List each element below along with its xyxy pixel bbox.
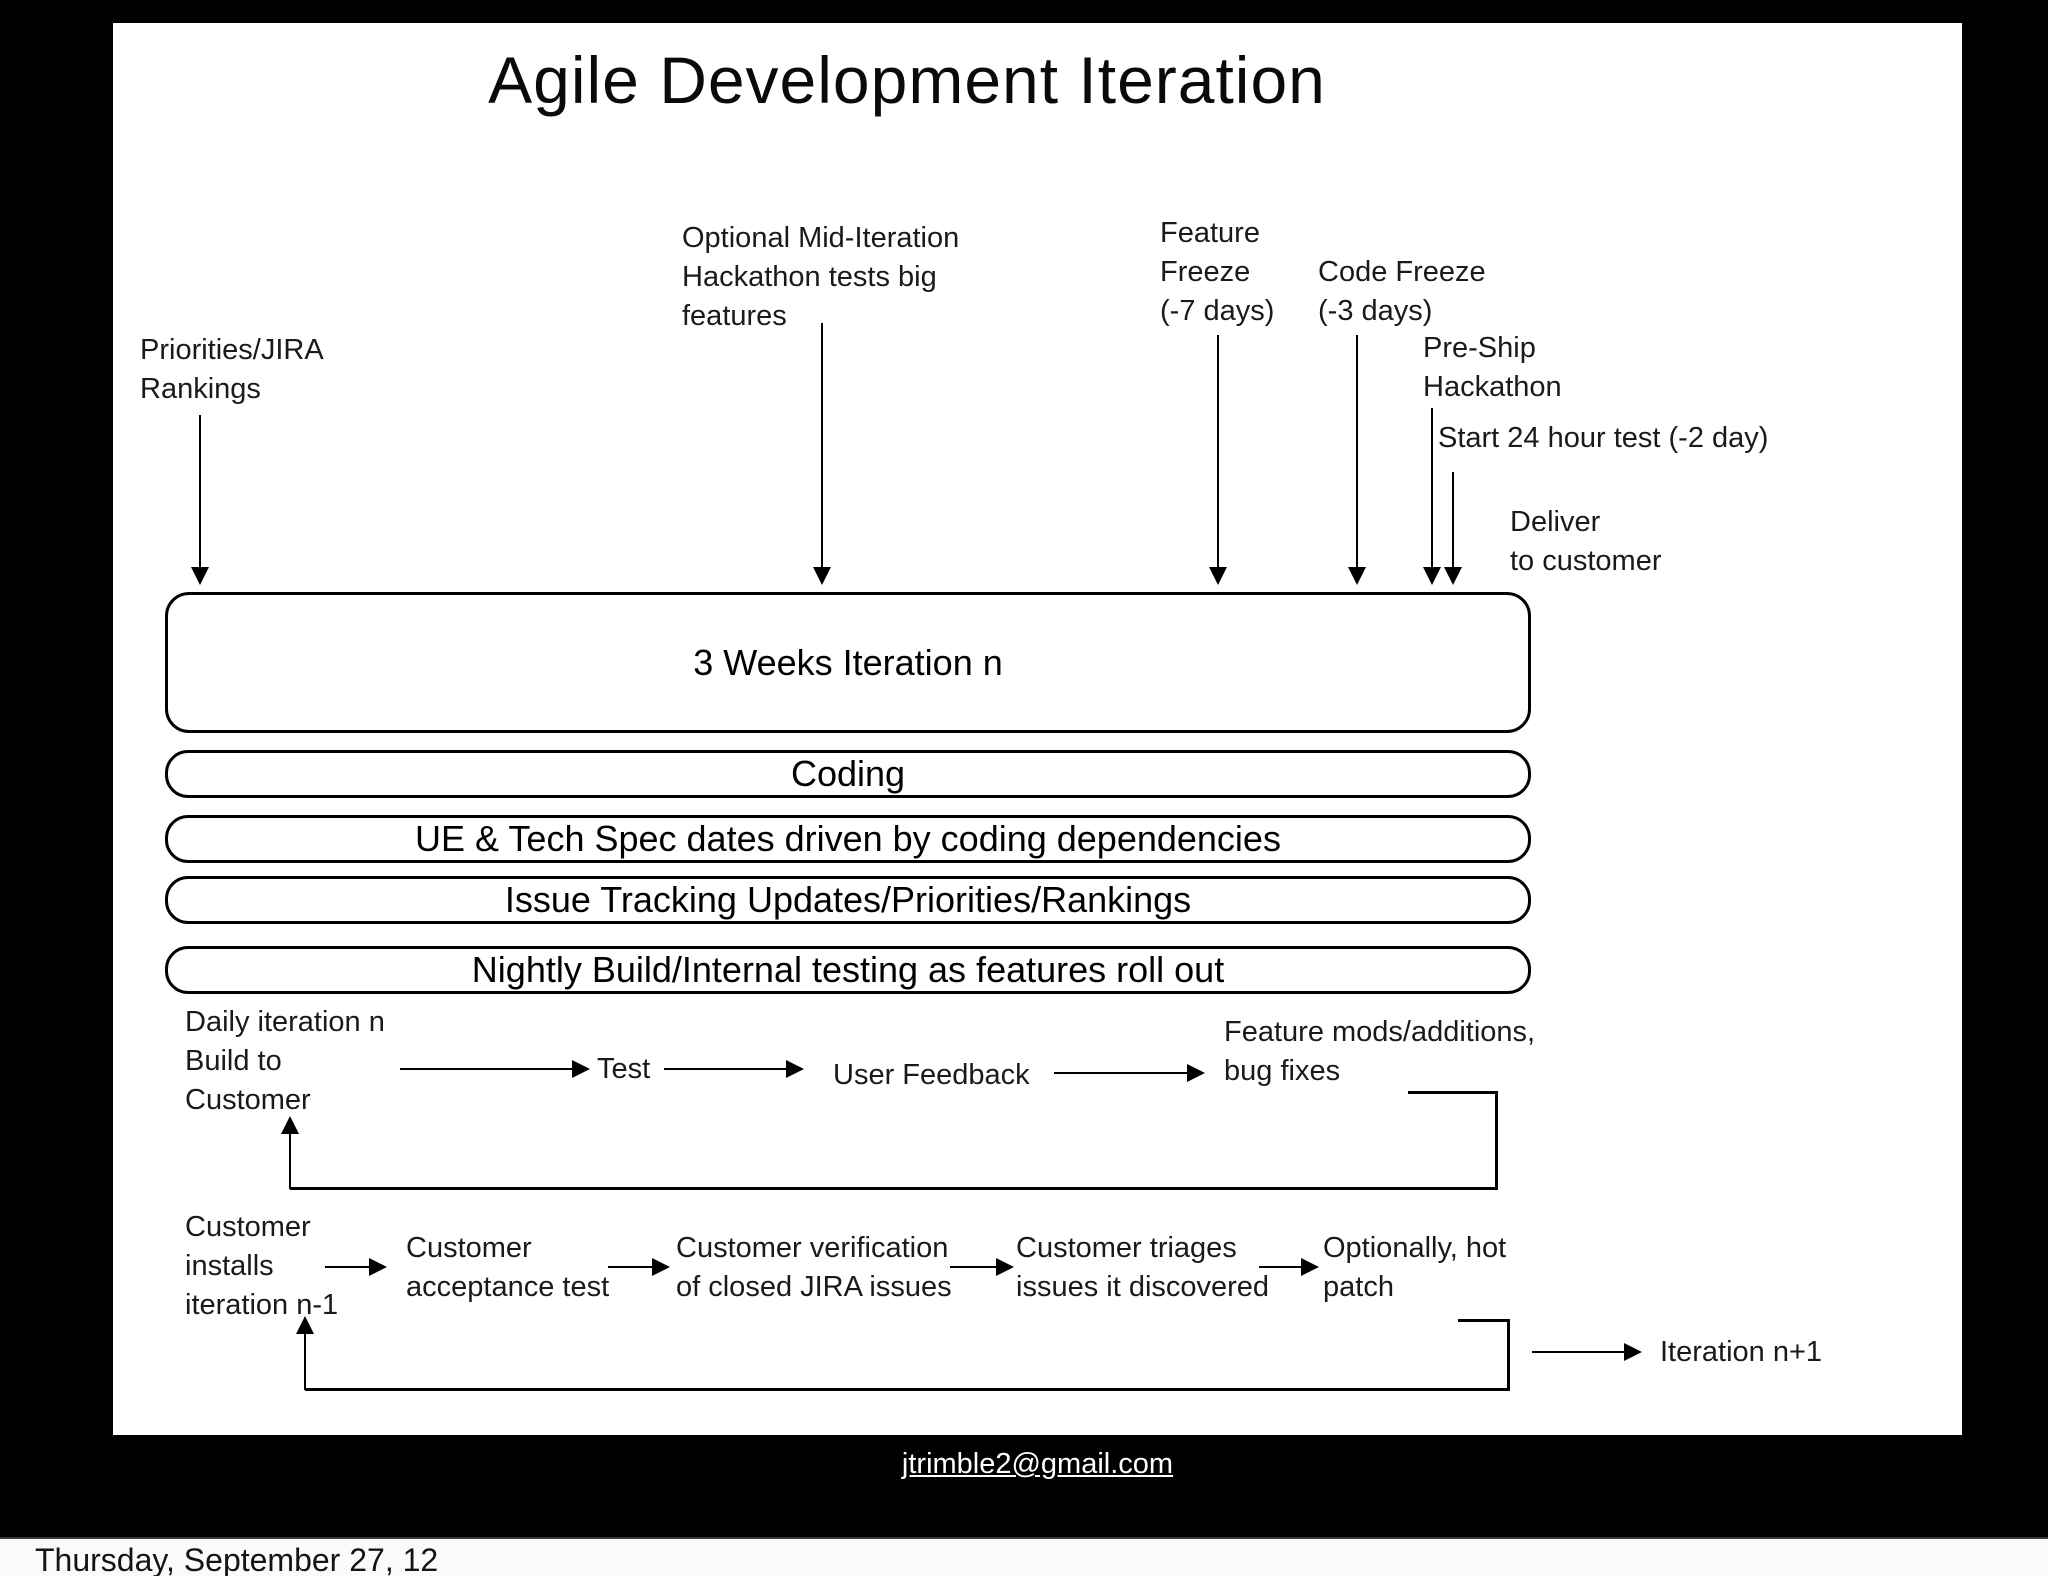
up-arrow-icon — [296, 1316, 314, 1334]
loop-connector — [305, 1388, 1510, 1391]
flow-node-daily-build: Daily iteration n Build to Customer — [185, 1006, 385, 1116]
email-link[interactable]: jtrimble2@gmail.com — [901, 1448, 1174, 1480]
down-arrow-icon — [1423, 408, 1441, 585]
right-arrow-icon — [1054, 1064, 1205, 1082]
down-arrow-icon — [813, 323, 831, 585]
flow-node-hot-patch: Optionally, hot patch — [1323, 1232, 1507, 1303]
phase-bar-ue-tech-spec: UE & Tech Spec dates driven by coding de… — [165, 815, 1531, 863]
date-strip: Thursday, September 27, 12 — [0, 1537, 2048, 1576]
down-arrow-icon — [1444, 472, 1462, 585]
right-arrow-icon — [950, 1258, 1014, 1276]
down-arrow-icon — [1348, 335, 1366, 585]
loop-connector — [1458, 1319, 1510, 1322]
iteration-box: 3 Weeks Iteration n — [165, 592, 1531, 733]
annotation-priorities-jira: Priorities/JIRA Rankings — [140, 334, 324, 405]
annotation-deliver-to-customer: Deliver to customer — [1510, 506, 1662, 577]
annotation-feature-freeze: Feature Freeze (-7 days) — [1160, 217, 1275, 327]
slide-title: Agile Development Iteration — [488, 43, 1326, 117]
right-arrow-icon — [1532, 1343, 1642, 1361]
annotation-preship-hackathon: Pre-Ship Hackathon — [1423, 332, 1562, 403]
right-arrow-icon — [664, 1060, 804, 1078]
flow-node-acceptance-test: Customer acceptance test — [406, 1232, 610, 1303]
phase-bar-nightly-build: Nightly Build/Internal testing as featur… — [165, 946, 1531, 994]
loop-connector — [289, 1134, 291, 1189]
right-arrow-icon — [608, 1258, 670, 1276]
footer: jtrimble2@gmail.com — [113, 1448, 1962, 1481]
down-arrow-icon — [1209, 335, 1227, 585]
down-arrow-icon — [191, 415, 209, 585]
date-label: Thursday, September 27, 12 — [35, 1542, 439, 1576]
loop-connector — [1507, 1319, 1510, 1391]
right-arrow-icon — [1259, 1258, 1319, 1276]
right-arrow-icon — [400, 1060, 590, 1078]
loop-connector — [304, 1334, 306, 1390]
annotation-code-freeze: Code Freeze (-3 days) — [1318, 256, 1486, 327]
flow-node-triages: Customer triages issues it discovered — [1016, 1232, 1270, 1303]
flow-node-customer-installs: Customer installs iteration n-1 — [185, 1211, 339, 1321]
flow-node-feature-mods: Feature mods/additions, bug fixes — [1224, 1016, 1536, 1087]
annotation-start-24-hour-test: Start 24 hour test (-2 day) — [1438, 422, 1769, 454]
flow-node-next-iteration: Iteration n+1 — [1660, 1336, 1823, 1368]
loop-connector — [1408, 1091, 1498, 1094]
loop-connector — [1495, 1091, 1498, 1190]
up-arrow-icon — [281, 1116, 299, 1134]
phase-bar-coding: Coding — [165, 750, 1531, 798]
annotation-mid-iteration-hackathon: Optional Mid-Iteration Hackathon tests b… — [682, 222, 960, 332]
loop-connector — [290, 1187, 1498, 1190]
right-arrow-icon — [325, 1258, 387, 1276]
phase-bar-issue-tracking: Issue Tracking Updates/Priorities/Rankin… — [165, 876, 1531, 924]
flow-node-user-feedback: User Feedback — [833, 1059, 1030, 1091]
flow-node-verification: Customer verification of closed JIRA iss… — [676, 1232, 952, 1303]
flow-node-test: Test — [597, 1053, 651, 1085]
